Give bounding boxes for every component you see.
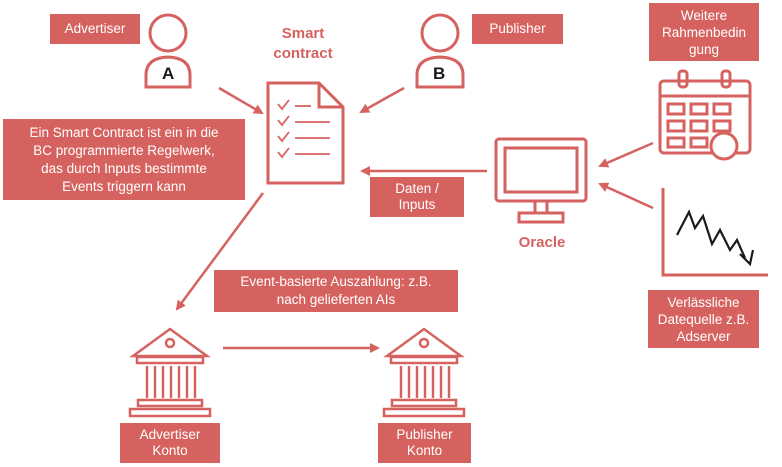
publisher-label: Publisher	[472, 14, 563, 44]
publisher-bank-icon	[382, 327, 466, 418]
arrow-publisher-to-contract	[359, 86, 405, 114]
payout-label: Event-basierte Auszahlung: z.B. nach gel…	[214, 270, 458, 312]
advertiser-person-icon	[144, 13, 192, 89]
oracle-monitor-icon	[494, 137, 588, 224]
checklist-lines	[277, 99, 330, 159]
contract-document-icon	[266, 81, 345, 185]
publisher-letter: B	[433, 64, 445, 83]
inputs-label: Daten / Inputs	[370, 177, 464, 217]
publisher-account-label: Publisher Konto	[378, 423, 471, 463]
conditions-label: Weitere Rahmenbedin gung	[649, 3, 759, 61]
arrow-datasource-to-oracle	[598, 182, 654, 210]
advertiser-bank-icon	[128, 327, 212, 418]
oracle-label: Oracle	[518, 234, 566, 251]
advertiser-letter: A	[162, 64, 174, 83]
arrow-advertiser-to-contract	[218, 86, 264, 115]
advertiser-label: Advertiser	[50, 14, 140, 44]
calendar-icon	[658, 69, 752, 161]
smart-contract-description: Ein Smart Contract ist ein in die BC pro…	[3, 119, 245, 200]
arrow-calendar-to-oracle	[598, 141, 654, 168]
smart-contract-title: Smart contract	[273, 25, 333, 62]
publisher-person-icon	[415, 13, 465, 89]
datasource-label: Verlässliche Datequelle z.B. Adserver	[648, 290, 759, 348]
advertiser-account-label: Advertiser Konto	[120, 423, 220, 463]
line-chart-icon	[661, 188, 768, 277]
arrow-contract-to-advertiser-account	[175, 192, 265, 311]
